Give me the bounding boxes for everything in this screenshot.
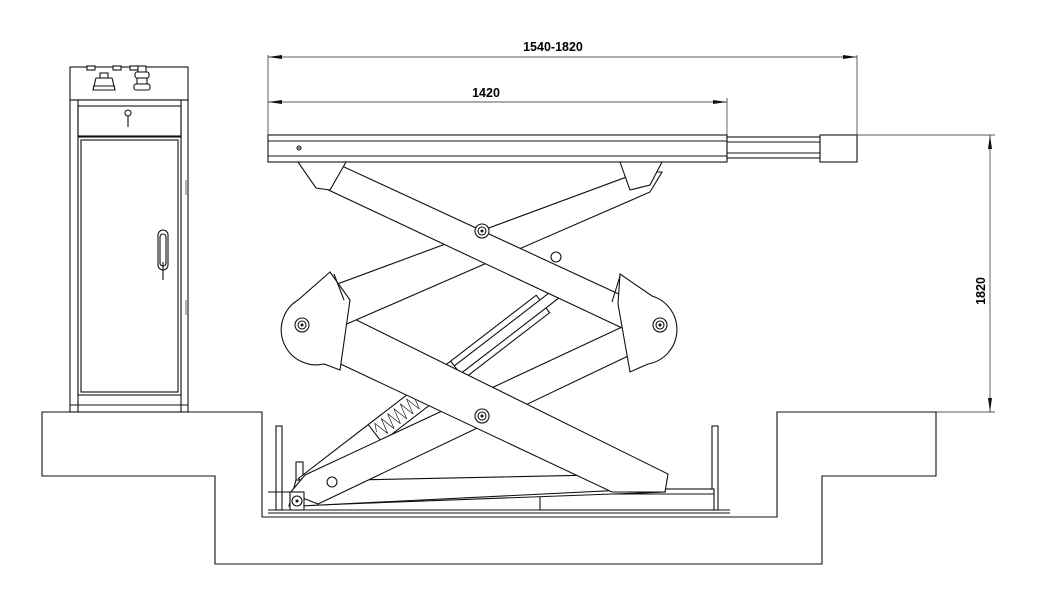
dimension-platform — [268, 98, 728, 135]
dimension-label-height: 1820 — [974, 277, 988, 305]
dimension-label-overall: 1540-1820 — [523, 40, 583, 54]
lock-icon — [124, 109, 132, 127]
platform — [267, 134, 858, 163]
control-cabinet — [69, 65, 189, 413]
door-handle — [157, 229, 169, 280]
pivot-pins — [289, 223, 668, 511]
control-knobs — [86, 65, 151, 91]
dimension-label-platform: 1420 — [472, 86, 500, 100]
dimension-height — [857, 134, 995, 413]
dimension-overall — [267, 55, 858, 135]
scissor-lift — [267, 134, 858, 514]
side-links — [280, 271, 678, 373]
ground-pit — [41, 411, 937, 565]
